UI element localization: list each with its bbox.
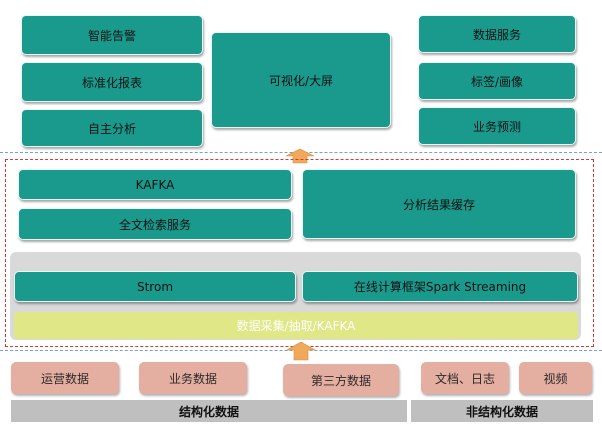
operations-data-box: 运营数据 — [11, 362, 119, 394]
docs-logs-box: 文档、日志 — [421, 362, 509, 394]
self-analysis-box: 自主分析 — [21, 109, 203, 147]
up-arrow-bottom-icon — [285, 341, 317, 361]
third-party-data-box: 第三方数据 — [283, 364, 399, 396]
video-box: 视频 — [519, 362, 592, 394]
business-data-box: 业务数据 — [139, 362, 247, 394]
standard-report-box: 标准化报表 — [21, 62, 203, 102]
spark-streaming-box: 在线计算框架Spark Streaming — [302, 271, 578, 302]
analysis-cache-box: 分析结果缓存 — [302, 169, 576, 239]
visualization-screen-box: 可视化/大屏 — [211, 32, 391, 128]
structured-data-bar: 结构化数据 — [11, 400, 407, 422]
kafka-box: KAFKA — [18, 169, 292, 200]
strom-box: Strom — [14, 271, 296, 302]
smart-alert-box: 智能告警 — [21, 15, 203, 55]
fulltext-search-box: 全文检索服务 — [18, 208, 292, 240]
tag-profile-box: 标签/画像 — [418, 62, 576, 100]
business-forecast-box: 业务预测 — [418, 107, 576, 145]
data-collection-bar: 数据采集/抽取/KAFKA — [14, 312, 578, 339]
unstructured-data-bar: 非结构化数据 — [411, 400, 593, 422]
data-service-box: 数据服务 — [418, 15, 576, 53]
